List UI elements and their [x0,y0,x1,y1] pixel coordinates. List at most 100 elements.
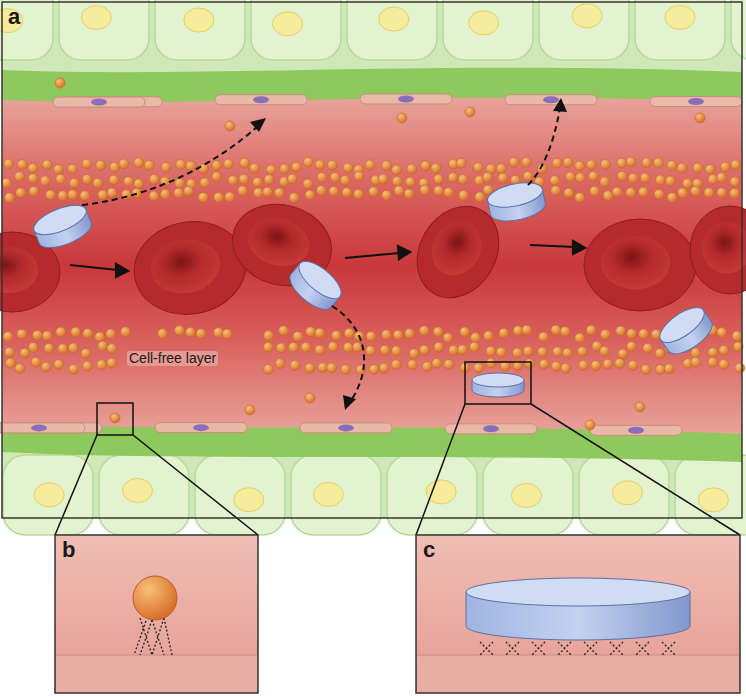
red-blood-cell [690,206,746,294]
nanoparticle [4,347,14,357]
tether [506,642,519,655]
tissue-cell [0,0,53,60]
nanoparticle [422,362,432,372]
discoidal-particle [472,373,524,397]
discoidal-particle [30,199,95,253]
nanoparticle [134,158,144,168]
disc-top [293,255,347,305]
nanoparticle [522,325,532,335]
nanoparticle [341,364,351,374]
endothelial-cell [155,423,247,433]
nanoparticle [107,188,117,198]
nanoparticle [397,113,407,123]
nanoparticle [67,164,77,174]
nanoparticle [432,358,442,368]
tissue-cell [443,0,533,60]
nanoparticle [639,329,649,339]
nanoparticle [352,342,362,352]
nanoparticle [499,328,509,338]
nanoparticle [17,160,27,170]
rbc-center [146,234,224,299]
endothelial-cell [53,97,145,107]
nanoparticle [369,364,379,374]
nanoparticle [263,342,273,352]
nanoparticle [119,159,129,169]
nanoparticle [344,328,354,338]
nanoparticle [486,358,496,368]
nanoparticle [82,159,92,169]
cell-nucleus [273,12,303,36]
nanoparticle [82,361,92,371]
nanoparticle [590,186,600,196]
nanoparticle [586,325,596,335]
endothelial-cell [445,424,537,434]
nanoparticle [303,179,313,189]
nanoparticle [498,173,508,183]
nanoparticle [264,364,274,374]
nanoparticle [96,160,106,170]
nanoparticle [42,331,52,341]
nanoparticle [253,188,263,198]
nanoparticle [496,347,506,357]
nanoparticle [17,329,27,339]
nanoparticle [174,188,184,198]
nanoparticle [421,161,431,171]
nanoparticle [560,326,570,336]
nanoparticle [626,188,636,198]
nanoparticle [212,161,222,171]
nanoparticle [379,363,389,373]
nanoparticle [228,175,238,185]
nanoparticle [483,331,493,341]
nanoparticle [107,344,117,354]
nanoparticle [456,158,466,168]
nanoparticle [627,341,637,351]
nanoparticle [340,175,350,185]
discoidal-particle [654,301,717,360]
tether [662,642,675,655]
nanoparticle [665,176,675,186]
nanoparticle [69,178,79,188]
nanoparticle [110,162,120,172]
nanoparticle [343,342,353,352]
nanoparticle [730,177,740,187]
nanoparticle [327,160,337,170]
nanoparticle [274,188,284,198]
nanoparticle [186,161,196,171]
tether [558,642,571,655]
nanoparticle [264,331,274,341]
nanoparticle [264,175,274,185]
nanoparticle [420,185,430,195]
nanoparticle [1,178,11,188]
nanoparticle [616,326,626,336]
nanoparticle [551,361,561,371]
nanoparticle [305,363,315,373]
nanoparticle [617,171,627,181]
nanoparticle [160,189,170,199]
nanoparticle [212,172,222,182]
nanoparticle [58,344,68,354]
disc-top [654,301,709,349]
nanoparticle [717,188,727,198]
nanoparticle [224,159,234,169]
cell-nucleus [511,484,541,508]
nanoparticle [378,174,388,184]
nanoparticle [720,162,730,172]
nanoparticle [459,190,469,200]
nanoparticle [732,331,742,341]
nanoparticle [55,78,65,88]
nanoparticle [588,171,598,181]
nanoparticle [82,174,92,184]
nanoparticle [20,348,30,358]
endothelial-nucleus [31,424,47,431]
nanoparticle [287,174,297,184]
nanoparticle [305,190,315,200]
nanoparticle [266,165,276,175]
nanoparticle [279,326,289,336]
nanoparticle [407,360,417,370]
nanoparticle [640,173,650,183]
nanoparticle [521,157,531,167]
nanoparticle [290,360,300,370]
nanoparticle [250,163,260,173]
nanoparticle [483,172,493,182]
